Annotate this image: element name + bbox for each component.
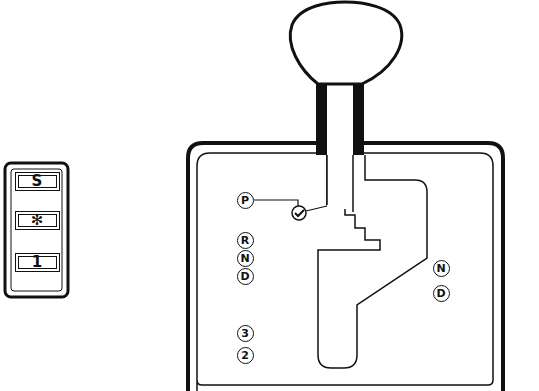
gear-letter: R <box>241 235 249 246</box>
lock-leader <box>254 200 298 206</box>
gear-position-mark: P <box>237 192 254 209</box>
mode-button: 1 <box>15 253 60 272</box>
gear-letter: N <box>436 263 445 274</box>
gear-position-mark: N <box>433 260 450 277</box>
gear-letter: N <box>240 253 249 264</box>
button-label: S <box>32 174 43 189</box>
switch-panel <box>5 163 68 297</box>
gear-position-mark: D <box>237 268 254 285</box>
lever-stem <box>327 84 353 209</box>
gear-position-mark: R <box>237 232 254 249</box>
shift-knob <box>290 2 401 84</box>
mode-button: S <box>15 172 60 191</box>
gear-position-mark: 2 <box>237 347 254 364</box>
gear-letter: P <box>241 195 249 206</box>
mode-button: ✻ <box>15 211 60 230</box>
gear-letter: 2 <box>241 350 249 361</box>
gear-position-mark: 3 <box>237 325 254 342</box>
gear-letter: D <box>436 288 445 299</box>
button-label: ✻ <box>31 213 44 228</box>
gear-position-mark: N <box>237 250 254 267</box>
gear-position-mark: D <box>433 285 450 302</box>
switch-panel-inner <box>11 169 62 291</box>
gear-letter: D <box>240 271 249 282</box>
button-label: 1 <box>32 255 42 270</box>
gear-letter: 3 <box>241 328 249 339</box>
shift-lock-icon <box>292 206 306 220</box>
